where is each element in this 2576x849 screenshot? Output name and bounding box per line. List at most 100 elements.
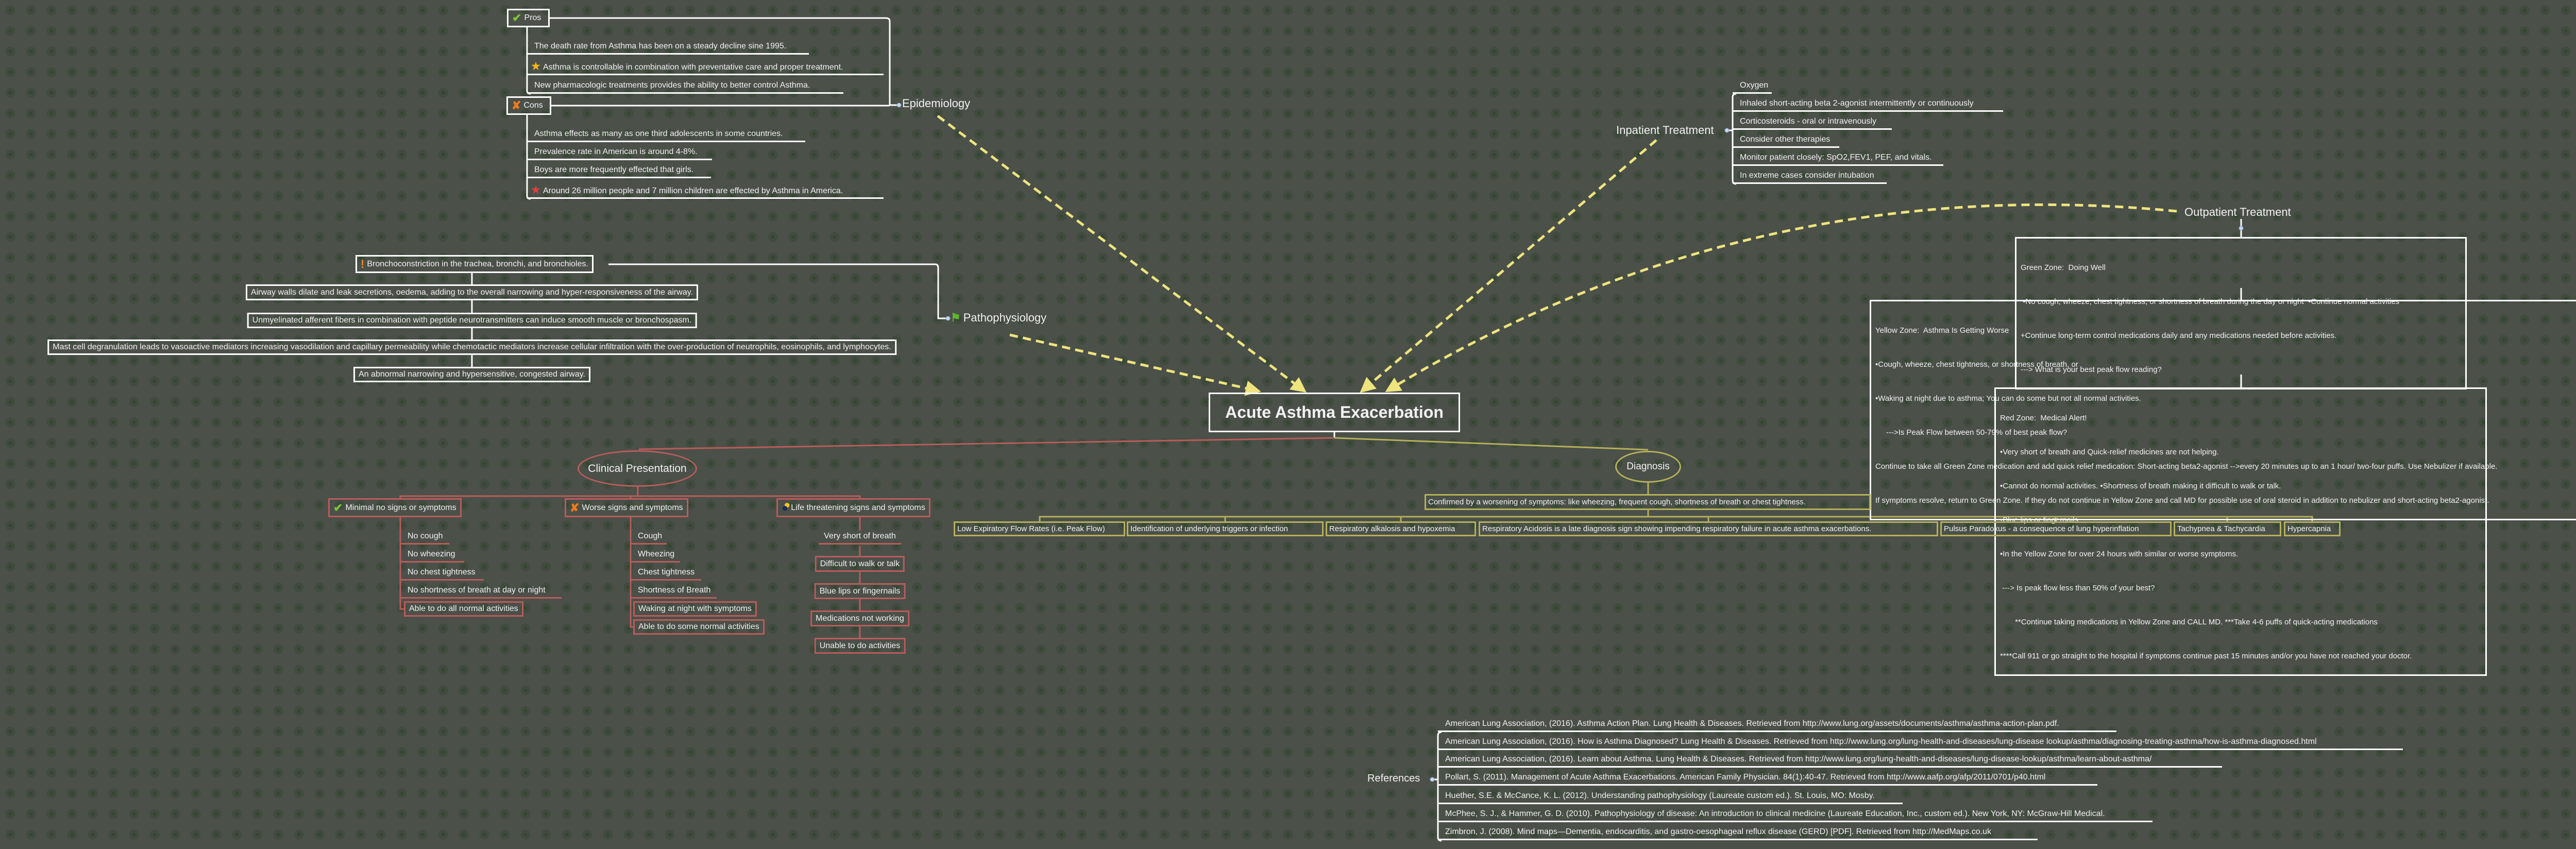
reference-text: American Lung Association, (2016). Learn…	[1445, 755, 2152, 763]
minimal-node[interactable]: ✔Minimal no signs or symptoms	[328, 498, 462, 517]
pros-item[interactable]: The death rate from Asthma has been on a…	[527, 39, 809, 55]
minimal-item[interactable]: No shortness of breath at day or night	[400, 583, 562, 599]
cons-item-text: Prevalence rate in American is around 4-…	[534, 147, 698, 156]
pros-node[interactable]: ✔ Pros	[507, 9, 550, 27]
collapse-dot[interactable]	[1724, 128, 1730, 133]
reference-item[interactable]: Huether, S.E. & McCance, K. L. (2012). U…	[1438, 789, 1903, 804]
minimal-item[interactable]: No cough	[400, 529, 449, 545]
pros-item-text: Asthma is controllable in combination wi…	[543, 63, 843, 72]
patho-node-text: An abnormal narrowing and hypersensitive…	[359, 370, 585, 379]
topic-diagnosis[interactable]: Diagnosis	[1615, 451, 1681, 483]
patho-node-text: Unmyelinated afferent fibers in combinat…	[252, 316, 692, 325]
diagnosis-item[interactable]: Pulsus Paradoxus - a consequence of lung…	[1940, 521, 2172, 536]
reference-text: McPhee, S. J., & Hammer, G. D. (2010). P…	[1445, 809, 2105, 818]
topic-clinical-presentation[interactable]: Clinical Presentation	[578, 450, 697, 487]
topic-epidemiology[interactable]: Epidemiology	[902, 97, 971, 110]
cons-item[interactable]: Boys are more frequently effected that g…	[527, 163, 711, 178]
diagnosis-item[interactable]: Tachypnea & Tachycardia	[2174, 521, 2281, 536]
clinical-link	[638, 437, 1335, 450]
life-node[interactable]: ●Life threatening signs and symptoms	[776, 498, 930, 517]
worse-item[interactable]: Chest tightness	[631, 565, 701, 581]
life-item-text: Medications not working	[816, 614, 904, 623]
diagnosis-confirmed[interactable]: Confirmed by a worsening of symptoms: li…	[1425, 494, 1871, 510]
worse-item[interactable]: Able to do some normal activities	[633, 619, 765, 635]
worse-label: Worse signs and symptoms	[582, 503, 683, 512]
inpatient-item[interactable]: Monitor patient closely: SpO2,FEV1, PEF,…	[1733, 150, 1943, 166]
diagnosis-confirmed-text: Confirmed by a worsening of symptoms: li…	[1428, 498, 1806, 506]
patho-node[interactable]: !Bronchoconstriction in the trachea, bro…	[355, 255, 594, 273]
inpatient-item[interactable]: Corticosteroids - oral or intravenously	[1733, 114, 1892, 130]
inpatient-item[interactable]: Inhaled short-acting beta 2-agonist inte…	[1733, 96, 2003, 112]
minimal-item[interactable]: No wheezing	[400, 547, 464, 563]
clinical-bar	[399, 487, 861, 498]
topic-references[interactable]: References	[1367, 773, 1420, 784]
inpatient-item[interactable]: Oxygen	[1733, 78, 1772, 94]
zone-line: •No cough, wheeze, chest tightness, or s…	[2021, 297, 2400, 306]
topic-pathophysiology[interactable]: ⚑Pathophysiology	[951, 311, 1046, 325]
central-topic[interactable]: Acute Asthma Exacerbation	[1209, 393, 1460, 432]
life-item[interactable]: Medications not working	[810, 610, 909, 626]
pros-item[interactable]: ★Asthma is controllable in combination w…	[527, 60, 884, 75]
life-item[interactable]: Blue lips or fingernails	[814, 583, 906, 599]
topic-outpatient-treatment[interactable]: Outpatient Treatment	[2184, 206, 2291, 218]
worse-item-text: Waking at night with symptoms	[638, 604, 752, 613]
reference-item[interactable]: American Lung Association, (2016). Asthm…	[1438, 717, 2116, 732]
life-item[interactable]: Difficult to walk or talk	[815, 556, 905, 572]
life-item[interactable]: Very short of breath	[819, 529, 901, 545]
x-icon: ✘	[570, 501, 580, 514]
worse-item-text: Cough	[638, 532, 663, 540]
zone-line: •Cough, wheeze, chest tightness, or shor…	[1875, 360, 2078, 369]
cons-item[interactable]: Prevalence rate in American is around 4-…	[527, 145, 712, 160]
collapse-dot[interactable]	[1430, 777, 1435, 782]
worse-item[interactable]: Shortness of Breath	[631, 583, 717, 599]
reference-item[interactable]: American Lung Association, (2016). How i…	[1438, 735, 2403, 750]
collapse-dot[interactable]	[945, 316, 951, 321]
topic-inpatient-treatment[interactable]: Inpatient Treatment	[1616, 124, 1714, 137]
cons-item[interactable]: ★Around 26 million people and 7 million …	[527, 183, 884, 199]
diagnosis-item-text: Identification of underlying triggers or…	[1130, 524, 1289, 533]
life-item[interactable]: Unable to do activities	[814, 638, 906, 654]
worse-node[interactable]: ✘Worse signs and symptoms	[565, 498, 688, 517]
check-icon: ✔	[333, 501, 343, 514]
diagnosis-item[interactable]: Hypercapnia	[2284, 521, 2341, 536]
patho-node[interactable]: Mast cell degranulation leads to vasoact…	[47, 339, 896, 355]
zone-line: --->Is Peak Flow between 50-79% of best …	[1875, 428, 2067, 437]
pros-item[interactable]: New pharmacologic treatments provides th…	[527, 78, 843, 94]
worse-item[interactable]: Cough	[631, 529, 667, 545]
minimal-children-line	[399, 517, 404, 610]
cons-item[interactable]: Asthma effects as many as one third adol…	[527, 127, 805, 142]
diagnosis-item[interactable]: Respiratory Acidosis is a late diagnosis…	[1479, 521, 1938, 536]
reference-text: Huether, S.E. & McCance, K. L. (2012). U…	[1445, 791, 1875, 800]
inpatient-item-text: In extreme cases consider intubation	[1740, 171, 1874, 180]
collapse-dot[interactable]	[896, 103, 902, 108]
reference-item[interactable]: Zimbron, J. (2008). Mind maps—Dementia, …	[1438, 825, 2038, 840]
flag-icon: ⚑	[951, 311, 961, 324]
yellow-zone-box[interactable]: Yellow Zone: Asthma Is Getting Worse •Co…	[1870, 300, 2576, 520]
arrow-outpatient	[1385, 203, 2177, 393]
red-zone-box[interactable]: Red Zone: Medical Alert! •Very short of …	[1994, 387, 2487, 676]
diagnosis-item[interactable]: Low Expiratory Flow Rates (i.e. Peak Flo…	[954, 521, 1125, 536]
inpatient-item[interactable]: In extreme cases consider intubation	[1733, 168, 1887, 184]
worse-item[interactable]: Waking at night with symptoms	[633, 601, 757, 617]
minimal-item[interactable]: No chest tightness	[400, 565, 484, 581]
patho-node[interactable]: Airway walls dilate and leak secretions,…	[246, 284, 698, 300]
inpatient-item-text: Consider other therapies	[1740, 135, 1831, 144]
collapse-dot[interactable]	[2239, 226, 2244, 231]
exclamation-icon: !	[361, 257, 365, 270]
patho-node[interactable]: An abnormal narrowing and hypersensitive…	[353, 367, 590, 382]
bomb-icon: ●	[782, 501, 789, 514]
diagnosis-item[interactable]: Respiratory alkalosis and hypoxemia	[1326, 521, 1476, 536]
arrow-pathophysiology	[1009, 333, 1261, 396]
reference-item[interactable]: Pollart, S. (2011). Management of Acute …	[1438, 770, 2097, 786]
minimal-item[interactable]: Able to do all normal activities	[404, 601, 523, 617]
reference-item[interactable]: American Lung Association, (2016). Learn…	[1438, 752, 2222, 768]
diagnosis-item-text: Hypercapnia	[2287, 524, 2331, 533]
reference-item[interactable]: McPhee, S. J., & Hammer, G. D. (2010). P…	[1438, 807, 2153, 822]
worse-item[interactable]: Wheezing	[631, 547, 680, 563]
zone-line: ---> Is peak flow less than 50% of your …	[2000, 584, 2155, 592]
inpatient-item[interactable]: Consider other therapies	[1733, 132, 1839, 148]
diagnosis-item-text: Respiratory Acidosis is a late diagnosis…	[1482, 524, 1872, 533]
cons-node[interactable]: ✘ Cons	[506, 96, 551, 115]
diagnosis-item[interactable]: Identification of underlying triggers or…	[1127, 521, 1324, 536]
patho-node[interactable]: Unmyelinated afferent fibers in combinat…	[247, 313, 697, 328]
